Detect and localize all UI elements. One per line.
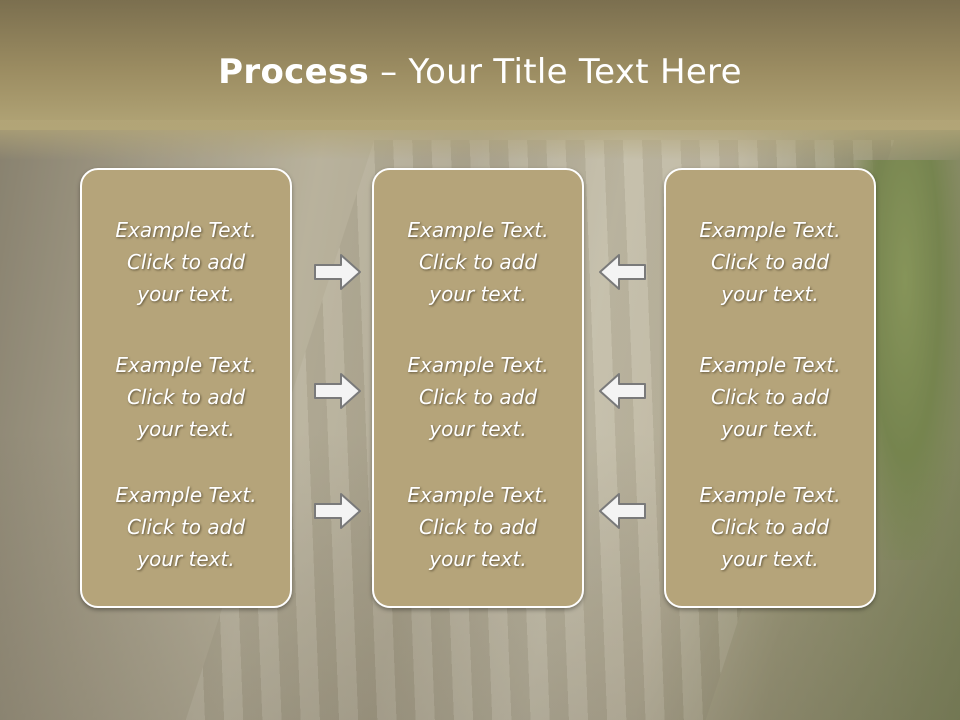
text-line: your text. <box>429 547 527 571</box>
text-line: Example Text. <box>115 218 257 242</box>
text-line: Click to add <box>418 515 538 539</box>
text-line: Example Text. <box>407 483 549 507</box>
title-bar-fade <box>0 120 960 160</box>
text-block[interactable]: Example Text. Click to add your text. <box>82 349 290 445</box>
text-line: Click to add <box>710 250 830 274</box>
text-line: Example Text. <box>699 353 841 377</box>
text-line: Click to add <box>710 515 830 539</box>
text-block[interactable]: Example Text. Click to add your text. <box>666 349 874 445</box>
slide-title-bold: Process <box>218 52 370 92</box>
text-line: Click to add <box>126 385 246 409</box>
slide-title-rest: – Your Title Text Here <box>369 52 742 92</box>
text-line: your text. <box>137 417 235 441</box>
right-arrow-icon[interactable] <box>313 491 363 531</box>
left-arrow-icon[interactable] <box>597 371 647 411</box>
left-arrow-icon[interactable] <box>597 491 647 531</box>
right-arrow-icon[interactable] <box>313 371 363 411</box>
text-line: your text. <box>137 282 235 306</box>
text-block[interactable]: Example Text. Click to add your text. <box>374 479 582 575</box>
process-box-left[interactable]: Example Text. Click to add your text. Ex… <box>80 168 292 608</box>
text-line: Example Text. <box>115 353 257 377</box>
process-box-right[interactable]: Example Text. Click to add your text. Ex… <box>664 168 876 608</box>
text-block[interactable]: Example Text. Click to add your text. <box>82 214 290 310</box>
text-line: your text. <box>721 547 819 571</box>
text-line: your text. <box>429 417 527 441</box>
slide-title[interactable]: Process – Your Title Text Here <box>0 52 960 92</box>
text-line: your text. <box>429 282 527 306</box>
text-line: your text. <box>721 417 819 441</box>
text-block[interactable]: Example Text. Click to add your text. <box>374 214 582 310</box>
title-bar <box>0 0 960 130</box>
right-arrow-icon[interactable] <box>313 252 363 292</box>
text-line: your text. <box>721 282 819 306</box>
text-block[interactable]: Example Text. Click to add your text. <box>82 479 290 575</box>
text-line: Click to add <box>710 385 830 409</box>
text-line: Click to add <box>126 250 246 274</box>
text-line: Example Text. <box>699 218 841 242</box>
text-block[interactable]: Example Text. Click to add your text. <box>666 479 874 575</box>
text-block[interactable]: Example Text. Click to add your text. <box>374 349 582 445</box>
process-box-center[interactable]: Example Text. Click to add your text. Ex… <box>372 168 584 608</box>
text-block[interactable]: Example Text. Click to add your text. <box>666 214 874 310</box>
text-line: Click to add <box>418 250 538 274</box>
text-line: Example Text. <box>407 353 549 377</box>
text-line: Click to add <box>126 515 246 539</box>
text-line: Example Text. <box>115 483 257 507</box>
text-line: Example Text. <box>407 218 549 242</box>
text-line: Example Text. <box>699 483 841 507</box>
left-arrow-icon[interactable] <box>597 252 647 292</box>
text-line: your text. <box>137 547 235 571</box>
text-line: Click to add <box>418 385 538 409</box>
